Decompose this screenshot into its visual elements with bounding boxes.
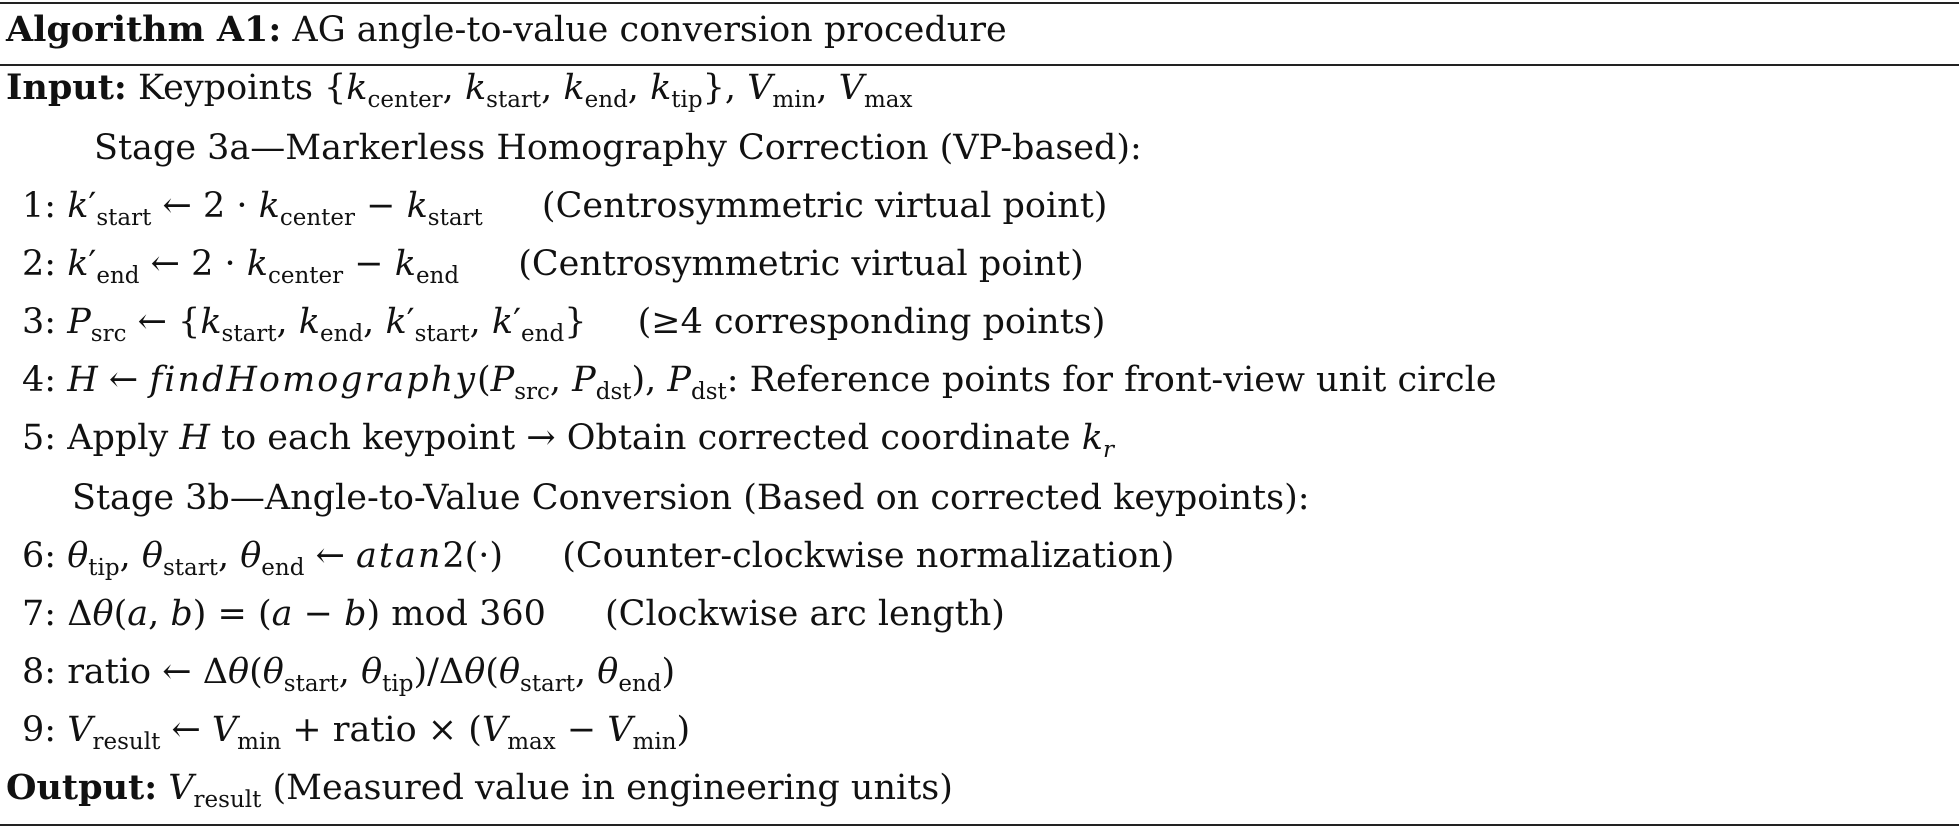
- input-text: Keypoints {kcenter, kstart, kend, ktip},…: [137, 68, 913, 113]
- step-expression: k′end ← 2 · kcenter − kend: [67, 244, 460, 289]
- algorithm-title: AG angle-to-value conversion procedure: [292, 10, 1007, 50]
- step-comment: (Centrosymmetric virtual point): [541, 186, 1108, 226]
- algorithm-header: Algorithm A1: AG angle-to-value conversi…: [6, 9, 1007, 51]
- step-number: 3:: [22, 302, 57, 342]
- input-label: Input:: [6, 67, 127, 108]
- input-line: Input: Keypoints {kcenter, kstart, kend,…: [6, 67, 913, 113]
- step-expression: Δθ(a, b) = (a − b) mod 360: [67, 594, 546, 634]
- step-9: 9: Vresult ← Vmin + ratio × (Vmax − Vmin…: [22, 710, 691, 755]
- step-3: 3: Psrc ← {kstart, kend, k′start, k′end}…: [22, 302, 1106, 347]
- step-comment: (≥4 corresponding points): [637, 302, 1106, 342]
- step-comment: (Counter-clockwise normalization): [562, 536, 1175, 576]
- step-7: 7: Δθ(a, b) = (a − b) mod 360 (Clockwise…: [22, 594, 1005, 634]
- step-expression: θtip, θstart, θend ← atan2(·): [67, 536, 504, 581]
- output-label: Output:: [6, 767, 158, 808]
- step-6: 6: θtip, θstart, θend ← atan2(·) (Counte…: [22, 536, 1175, 581]
- step-4: 4: H ← findHomography(Psrc, Pdst), Pdst:…: [22, 360, 1497, 405]
- step-number: 8:: [22, 652, 57, 692]
- step-comment: (Centrosymmetric virtual point): [518, 244, 1084, 284]
- step-expression: ratio ← Δθ(θstart, θtip)/Δθ(θstart, θend…: [67, 652, 676, 697]
- step-1: 1: k′start ← 2 · kcenter − kstart (Centr…: [22, 186, 1108, 231]
- output-text: Vresult (Measured value in engineering u…: [168, 768, 953, 813]
- step-comment: (Clockwise arc length): [605, 594, 1005, 634]
- step-number: 5:: [22, 418, 57, 458]
- step-2: 2: k′end ← 2 · kcenter − kend (Centrosym…: [22, 244, 1084, 289]
- step-expression: Vresult ← Vmin + ratio × (Vmax − Vmin): [67, 710, 691, 755]
- header-rule: [0, 64, 1959, 66]
- stage-3b-heading: Stage 3b—Angle-to-Value Conversion (Base…: [72, 478, 1310, 518]
- step-5: 5: Apply H to each keypoint → Obtain cor…: [22, 418, 1114, 463]
- step-number: 4:: [22, 360, 57, 400]
- step-expression: k′start ← 2 · kcenter − kstart: [67, 186, 483, 231]
- stage-3a-heading: Stage 3a—Markerless Homography Correctio…: [94, 128, 1142, 168]
- top-rule: [0, 2, 1959, 4]
- bottom-rule: [0, 824, 1959, 826]
- step-expression: H ← findHomography(Psrc, Pdst), Pdst: Re…: [67, 360, 1497, 405]
- step-number: 1:: [22, 186, 57, 226]
- algorithm-label: Algorithm A1:: [6, 9, 282, 50]
- step-8: 8: ratio ← Δθ(θstart, θtip)/Δθ(θstart, θ…: [22, 652, 676, 697]
- step-expression: Psrc ← {kstart, kend, k′start, k′end}: [67, 302, 587, 347]
- step-expression: Apply H to each keypoint → Obtain correc…: [67, 418, 1114, 463]
- step-number: 6:: [22, 536, 57, 576]
- step-number: 7:: [22, 594, 57, 634]
- output-line: Output: Vresult (Measured value in engin…: [6, 767, 953, 813]
- step-number: 9:: [22, 710, 57, 750]
- step-number: 2:: [22, 244, 57, 284]
